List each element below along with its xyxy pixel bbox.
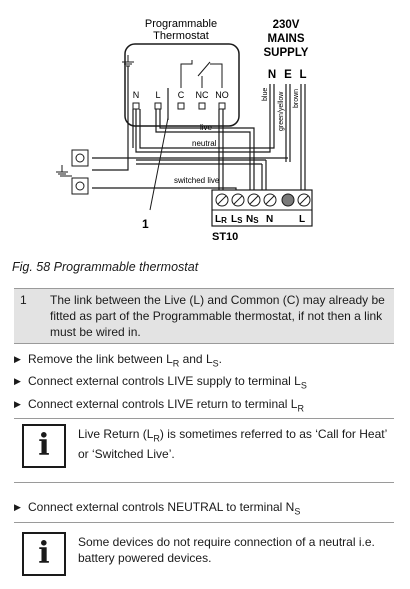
mains-label-2: MAINS <box>267 33 304 45</box>
note-text: Live Return (LR) is sometimes referred t… <box>78 426 388 462</box>
step-text: . <box>218 352 222 366</box>
callout-leader <box>149 117 169 211</box>
switched-live-wire <box>218 109 224 190</box>
earth-left-wire <box>92 66 129 171</box>
thermostat-terminal-square <box>218 102 226 110</box>
bullet-triangle-icon: ▶ <box>14 502 21 512</box>
step-list: ▶ Connect external controls NEUTRAL to t… <box>14 498 300 520</box>
step-sub: S <box>212 358 219 369</box>
step-text: Connect external controls LIVE return to… <box>28 396 298 411</box>
step-list: ▶ Remove the link between LR and LS. ▶ C… <box>14 350 307 417</box>
block-terminal-ns: NS <box>246 214 259 225</box>
step-text: Connect external controls NEUTRAL to ter… <box>28 500 295 514</box>
wire-label-neutral: neutral <box>192 139 217 148</box>
wiring-diagram: Programmable Thermostat N L C NC NO 230V… <box>56 18 313 243</box>
info-note: i Some devices do not require connection… <box>14 532 404 582</box>
earth-terminal-box-icon <box>71 177 89 195</box>
thermostat-terminal-square <box>132 102 140 110</box>
step-text: Connect external controls LIVE supply to… <box>28 374 301 389</box>
step-item: ▶ Connect external controls LIVE supply … <box>14 372 307 394</box>
wire-label-live: live <box>200 123 213 132</box>
block-terminal-ls: LS <box>231 214 243 225</box>
thermostat-terminal-square <box>177 102 185 110</box>
block-terminal-n: N <box>266 214 273 225</box>
thermostat-terminal-n: N <box>133 90 140 100</box>
bullet-triangle-icon: ▶ <box>14 376 21 387</box>
block-terminal-l: L <box>299 214 305 225</box>
block-terminal-lr: LR <box>215 214 227 225</box>
earth-terminal-box-icon <box>71 149 89 167</box>
mains-live-wire <box>300 84 306 190</box>
thermostat-body <box>124 43 240 127</box>
terminal-block <box>211 189 313 227</box>
divider <box>14 482 394 483</box>
wire-label-switched-live: switched live <box>174 176 220 185</box>
info-icon: i <box>22 532 66 576</box>
step-text: and L <box>179 352 213 366</box>
note-sub: R <box>153 433 160 444</box>
thermostat-title-2: Thermostat <box>153 30 209 42</box>
block-terminal-ns-sub: S <box>253 216 259 225</box>
mains-terminal-n: N <box>268 69 276 81</box>
relay-switch-icon <box>180 60 223 88</box>
block-terminal-lr-sub: R <box>221 216 227 225</box>
thermostat-terminal-square <box>154 102 162 110</box>
mains-label-3: SUPPLY <box>264 47 309 59</box>
neutral-wire <box>132 109 267 190</box>
mains-terminal-e: E <box>284 69 292 81</box>
info-note: i Live Return (LR) is sometimes referred… <box>14 424 404 474</box>
figure-caption: Fig. 58 Programmable thermostat <box>12 260 199 274</box>
wire-color-brown: brown <box>293 89 300 108</box>
thermostat-terminal-no: NO <box>215 90 229 100</box>
earth-symbol-icon <box>122 55 134 67</box>
info-icon: i <box>22 424 66 468</box>
divider <box>14 418 394 419</box>
thermostat-title-1: Programmable <box>145 18 217 30</box>
callout-number: 1 <box>142 217 149 231</box>
step-sub: S <box>294 506 301 517</box>
thermostat-terminal-l: L <box>155 90 160 100</box>
thermostat-terminal-square <box>198 102 206 110</box>
mains-terminal-l: L <box>299 69 306 81</box>
block-label: ST10 <box>212 231 238 243</box>
step-text: Remove the link between L <box>28 352 173 366</box>
block-terminal-ls-main: L <box>231 214 237 225</box>
note-text-a: Live Return (L <box>78 427 154 441</box>
step-sub: S <box>300 380 307 391</box>
legend-text: The link between the Live (L) and Common… <box>50 293 385 339</box>
step-sub: R <box>297 403 304 414</box>
thermostat-terminal-c: C <box>178 90 185 100</box>
wire-color-green-yellow: green/yellow <box>278 91 285 131</box>
bullet-triangle-icon: ▶ <box>14 398 21 409</box>
divider <box>14 522 394 523</box>
note-text: Some devices do not require connection o… <box>78 535 375 565</box>
legend-number: 1 <box>20 293 27 307</box>
terminal-screw-icon <box>215 193 311 207</box>
mains-earth-wire <box>285 84 291 162</box>
mains-label-1: 230V <box>273 19 300 31</box>
live-wire <box>155 109 255 190</box>
wire-color-blue: blue <box>262 88 269 101</box>
mains-neutral-wire <box>135 84 275 153</box>
step-item: ▶ Remove the link between LR and LS. <box>14 350 307 372</box>
block-terminal-ls-sub: S <box>237 216 243 225</box>
block-terminal-ns-main: N <box>246 214 253 225</box>
legend-row: 1 The link between the Live (L) and Comm… <box>14 288 394 344</box>
earth-ground-icon <box>56 165 72 177</box>
step-item: ▶ Connect external controls NEUTRAL to t… <box>14 498 300 520</box>
block-terminal-lr-main: L <box>215 214 221 225</box>
bullet-triangle-icon: ▶ <box>14 354 21 364</box>
thermostat-terminal-nc: NC <box>196 90 209 100</box>
note-text-b: ) is sometimes referred to as ‘Call for … <box>78 427 387 462</box>
step-sub: R <box>172 358 180 369</box>
earth-box-wire <box>92 157 288 190</box>
step-item: ▶ Connect external controls LIVE return … <box>14 395 307 417</box>
